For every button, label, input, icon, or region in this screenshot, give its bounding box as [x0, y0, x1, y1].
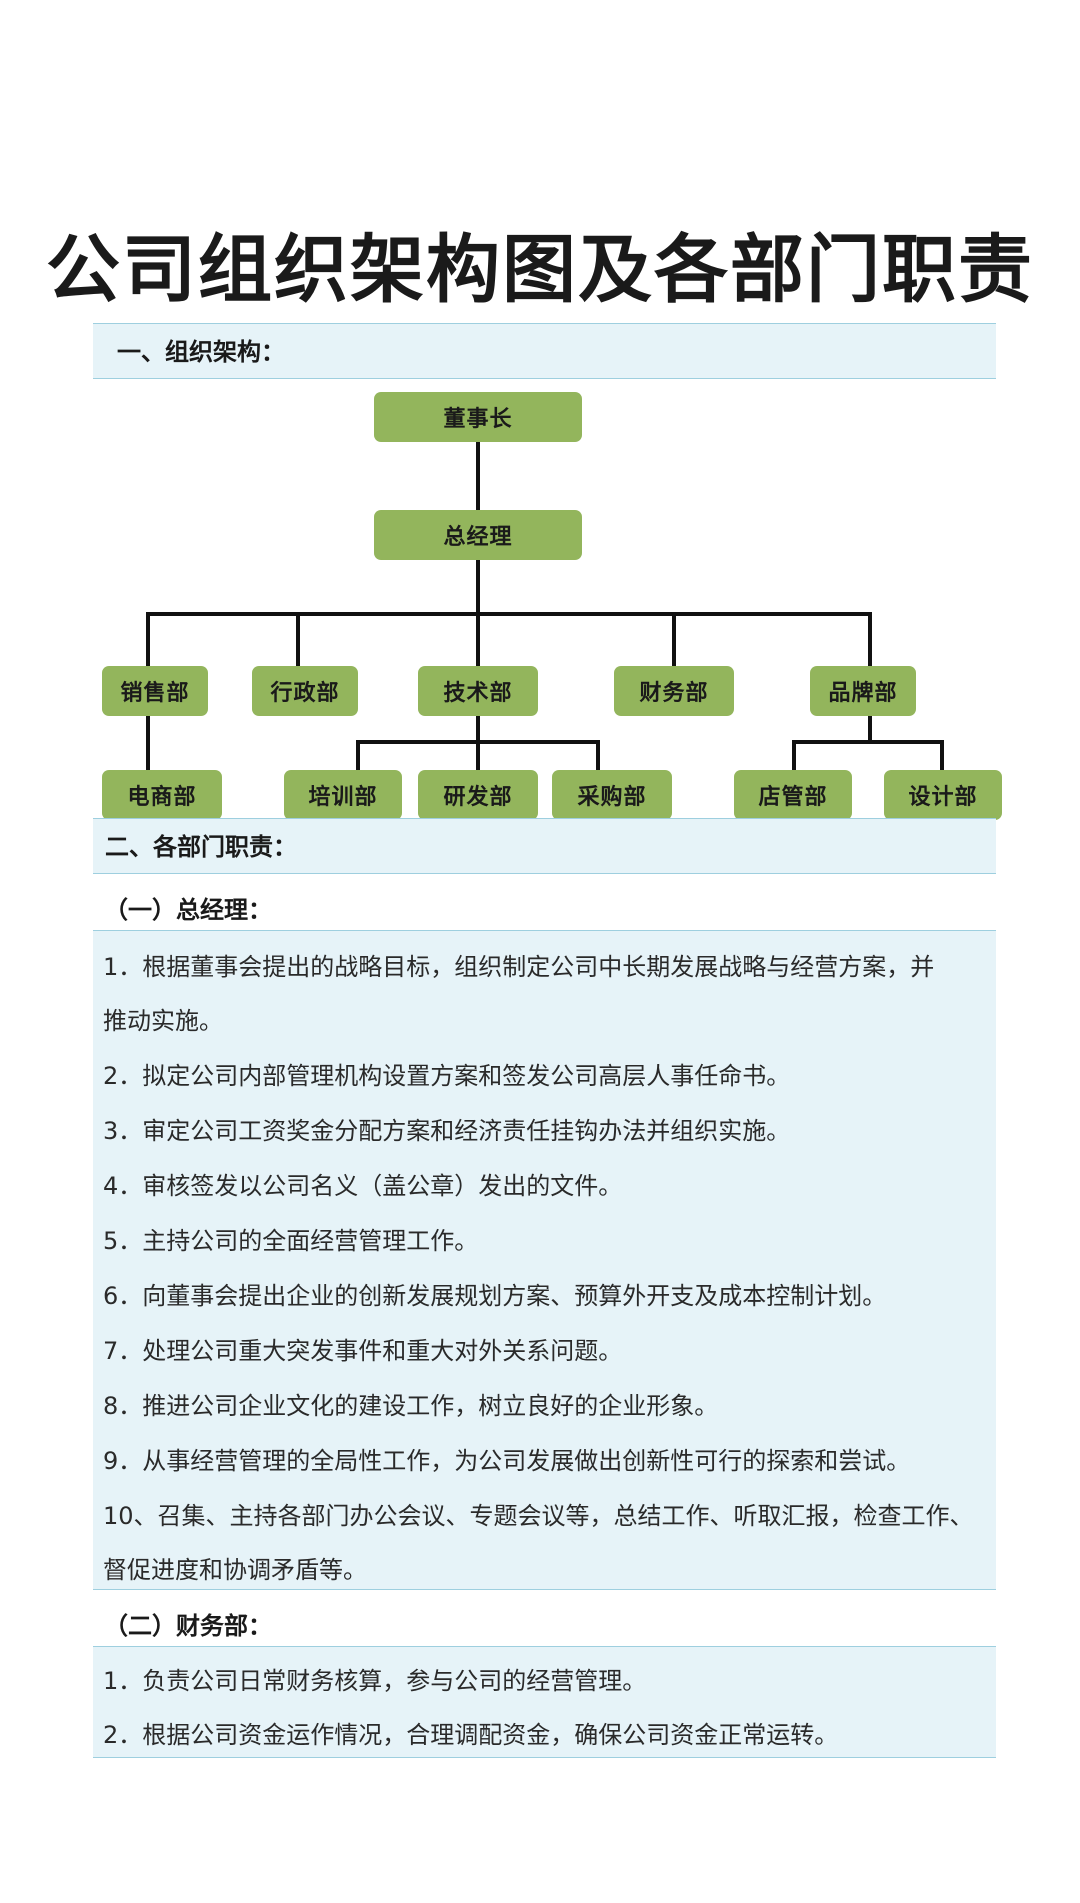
node-design-dept: 设计部 [884, 770, 1002, 820]
connector-tech [476, 612, 480, 668]
node-admin-dept: 行政部 [252, 666, 358, 716]
page-title: 公司组织架构图及各部门职责 [46, 227, 1034, 313]
list-item: 4．审核签发以公司名义（盖公章）发出的文件。 [103, 1172, 623, 1200]
section-label: 一、组织架构： [117, 338, 285, 366]
list-item: 7．处理公司重大突发事件和重大对外关系问题。 [103, 1337, 623, 1365]
node-store-mgmt-dept: 店管部 [734, 770, 852, 820]
list-item: 6．向董事会提出企业的创新发展规划方案、预算外开支及成本控制计划。 [103, 1282, 887, 1310]
list-item: 9．从事经营管理的全局性工作，为公司发展做出创新性可行的探索和尝试。 [103, 1447, 911, 1475]
list-item: 2．根据公司资金运作情况，合理调配资金，确保公司资金正常运转。 [103, 1721, 839, 1749]
connector-finance [672, 612, 676, 668]
org-chart: 董事长 总经理 销售部 行政部 技术部 财务部 品牌部 电商部 培训部 研发部 … [0, 0, 1080, 830]
section-header-dept-duties: 二、各部门职责： [93, 818, 996, 874]
connector-admin [296, 612, 300, 668]
list-item: 8．推进公司企业文化的建设工作，树立良好的企业形象。 [103, 1392, 719, 1420]
connector-rnd [476, 740, 480, 772]
node-ecommerce-dept: 电商部 [102, 770, 222, 820]
node-chairman: 董事长 [374, 392, 582, 442]
node-sales-dept: 销售部 [102, 666, 208, 716]
finance-duties-list: 1．负责公司日常财务核算，参与公司的经营管理。 2．根据公司资金运作情况，合理调… [93, 1646, 996, 1758]
list-item: 1．负责公司日常财务核算，参与公司的经营管理。 [103, 1667, 647, 1695]
list-item: 2．拟定公司内部管理机构设置方案和签发公司高层人事任命书。 [103, 1062, 791, 1090]
section-header-org-structure: 一、组织架构： [93, 323, 996, 379]
node-tech-dept: 技术部 [418, 666, 538, 716]
connector-sales [146, 612, 150, 668]
list-item: 督促进度和协调矛盾等。 [103, 1556, 367, 1584]
list-item: 推动实施。 [103, 1007, 223, 1035]
connector-purchasing [596, 740, 600, 772]
connector-chairman-gm [476, 442, 480, 512]
connector-brand [868, 612, 872, 668]
list-item: 1．根据董事会提出的战略目标，组织制定公司中长期发展战略与经营方案，并 [103, 953, 935, 981]
section-label: 二、各部门职责： [105, 833, 297, 861]
connector-tech-down [476, 716, 480, 744]
connector-brand-bus [792, 740, 944, 744]
list-item: 10、召集、主持各部门办公会议、专题会议等，总结工作、听取汇报，检查工作、 [103, 1502, 974, 1530]
finance-section-heading: （二）财务部： [104, 1612, 272, 1640]
node-brand-dept: 品牌部 [810, 666, 916, 716]
connector-design [940, 740, 944, 772]
node-training-dept: 培训部 [284, 770, 402, 820]
list-item: 5．主持公司的全面经营管理工作。 [103, 1227, 479, 1255]
node-purchasing-dept: 采购部 [552, 770, 672, 820]
connector-gm-bus [476, 560, 480, 614]
connector-brand-down [868, 716, 872, 744]
gm-section-heading: （一）总经理： [104, 896, 272, 924]
connector-store-mgmt [792, 740, 796, 772]
connector-sales-ecommerce [146, 716, 150, 772]
list-item: 3．审定公司工资奖金分配方案和经济责任挂钩办法并组织实施。 [103, 1117, 791, 1145]
node-rnd-dept: 研发部 [418, 770, 538, 820]
connector-training [356, 740, 360, 772]
node-general-manager: 总经理 [374, 510, 582, 560]
node-finance-dept: 财务部 [614, 666, 734, 716]
gm-duties-list: 1．根据董事会提出的战略目标，组织制定公司中长期发展战略与经营方案，并 推动实施… [93, 930, 996, 1590]
connector-dept-bus [146, 612, 872, 616]
